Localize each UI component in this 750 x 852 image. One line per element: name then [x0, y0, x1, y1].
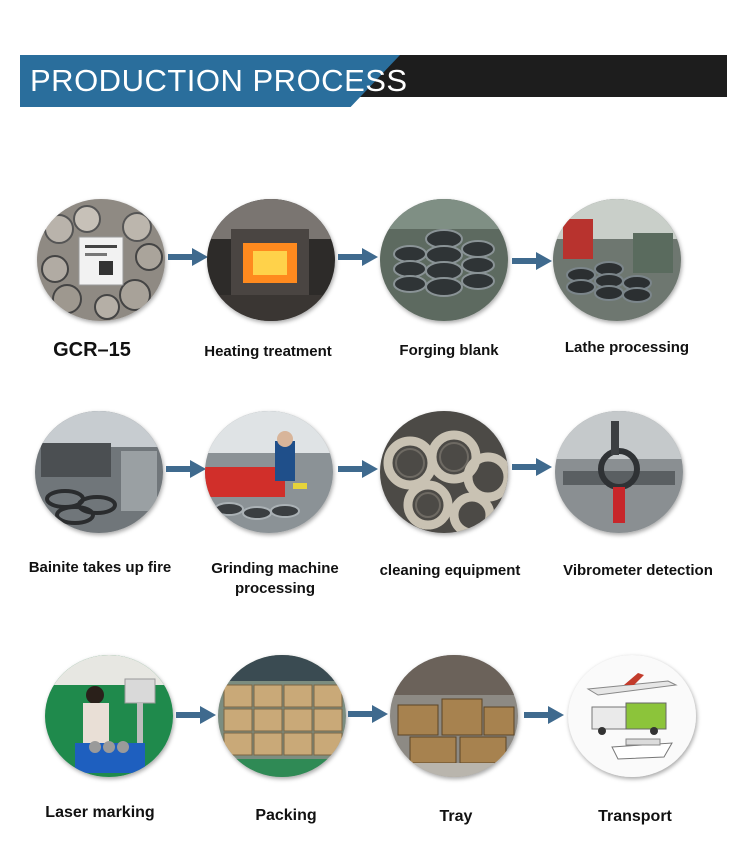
step-label-cleaning-equipment: cleaning equipment: [379, 562, 521, 579]
step-label-lathe-processing: Lathe processing: [564, 339, 690, 356]
furnace-photo: [207, 199, 335, 321]
step-label-vibrometer-detection: Vibrometer detection: [563, 562, 713, 579]
packing-photo: [218, 655, 346, 777]
transport-photo: [568, 655, 696, 777]
step-label-tray: Tray: [439, 808, 473, 825]
arrow-right-icon: [168, 248, 208, 266]
forged-rings-photo: [380, 199, 508, 321]
lathe-photo: [553, 199, 681, 321]
steel-bars-photo: [37, 199, 165, 321]
laser-marking-photo: [45, 655, 173, 777]
step-label-heating-treatment: Heating treatment: [204, 343, 332, 360]
arrow-right-icon: [176, 706, 216, 724]
bainite-furnace-photo: [35, 411, 163, 533]
arrow-right-icon: [512, 252, 552, 270]
page-title: PRODUCTION PROCESS: [30, 63, 408, 98]
arrow-right-icon: [524, 706, 564, 724]
pallets-photo: [390, 655, 518, 777]
grinding-machine-photo: [205, 411, 333, 533]
arrow-right-icon: [166, 460, 206, 478]
banner-blue-tab: [20, 55, 400, 107]
step-label-grinding-line2: processing: [234, 580, 316, 597]
step-label-packing: Packing: [255, 807, 317, 824]
vibrometer-photo: [555, 411, 683, 533]
step-label-forging-blank: Forging blank: [399, 342, 499, 359]
production-process-banner: PRODUCTION PROCESS: [20, 55, 727, 107]
step-label-transport: Transport: [598, 808, 672, 825]
arrow-right-icon: [348, 705, 388, 723]
bearings-photo: [380, 411, 508, 533]
step-label-laser-marking: Laser marking: [45, 804, 155, 821]
step-label-grinding-line1: Grinding machine: [211, 560, 339, 577]
step-label-gcr15: GCR–15: [53, 339, 131, 361]
step-label-bainite: Bainite takes up fire: [28, 559, 172, 576]
arrow-right-icon: [338, 248, 378, 266]
arrow-right-icon: [512, 458, 552, 476]
arrow-right-icon: [338, 460, 378, 478]
